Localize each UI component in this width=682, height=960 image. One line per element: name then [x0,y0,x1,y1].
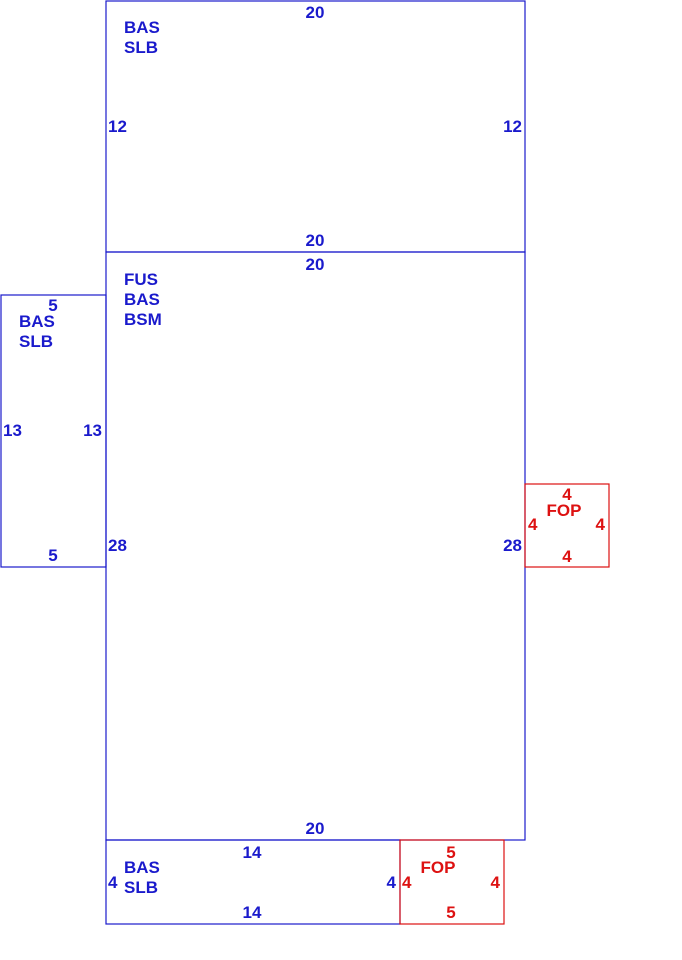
area-label-line: FOP [547,501,582,520]
dim-left: 13 [3,421,22,440]
area-outline [399,839,505,925]
dim-right: 28 [503,536,522,555]
dim-top: 5 [446,843,455,862]
dim-left: 28 [108,536,127,555]
area-bottom-fop: 5 FOP 5 4 4 [399,839,505,925]
area-label-line: FUS [124,270,158,289]
dim-bottom: 5 [446,903,455,922]
dim-right: 4 [491,873,501,892]
area-bottom-bas-slb: BAS SLB 14 14 4 4 [105,839,401,925]
area-label-line: SLB [19,332,53,351]
dim-bottom: 20 [306,819,325,838]
area-outline [0,294,107,568]
dim-bottom: 14 [243,903,262,922]
area-main-fus-bas-bsm: FUS BAS BSM 20 20 28 28 [105,251,526,841]
dim-top: 14 [243,843,262,862]
dim-right: 12 [503,117,522,136]
area-outline [524,483,610,568]
area-label-line: BSM [124,310,162,329]
dim-right: 13 [83,421,102,440]
dim-top: 20 [306,3,325,22]
dim-left: 12 [108,117,127,136]
dim-right: 4 [596,515,606,534]
area-label-line: BAS [124,858,160,877]
dim-left: 4 [108,873,118,892]
area-left-bas-slb: 5 BAS SLB 5 13 13 [0,294,107,568]
area-label-line: SLB [124,878,158,897]
area-right-fop: 4 FOP 4 4 4 [524,483,610,568]
dim-bottom: 5 [48,546,57,565]
dim-left: 4 [528,515,538,534]
dim-top: 5 [48,296,57,315]
area-outline [105,251,526,841]
area-top-bas-slb: BAS SLB 20 20 12 12 [105,0,526,253]
area-label-line: BAS [124,290,160,309]
dim-top: 20 [306,255,325,274]
area-label-line: SLB [124,38,158,57]
area-outline [105,0,526,253]
area-label-line: BAS [19,312,55,331]
dim-left: 4 [402,873,412,892]
area-label-line: FOP [421,858,456,877]
dim-bottom: 20 [306,231,325,250]
dim-right: 4 [387,873,397,892]
dim-bottom: 4 [562,547,572,566]
area-label-line: BAS [124,18,160,37]
dim-top: 4 [562,485,572,504]
